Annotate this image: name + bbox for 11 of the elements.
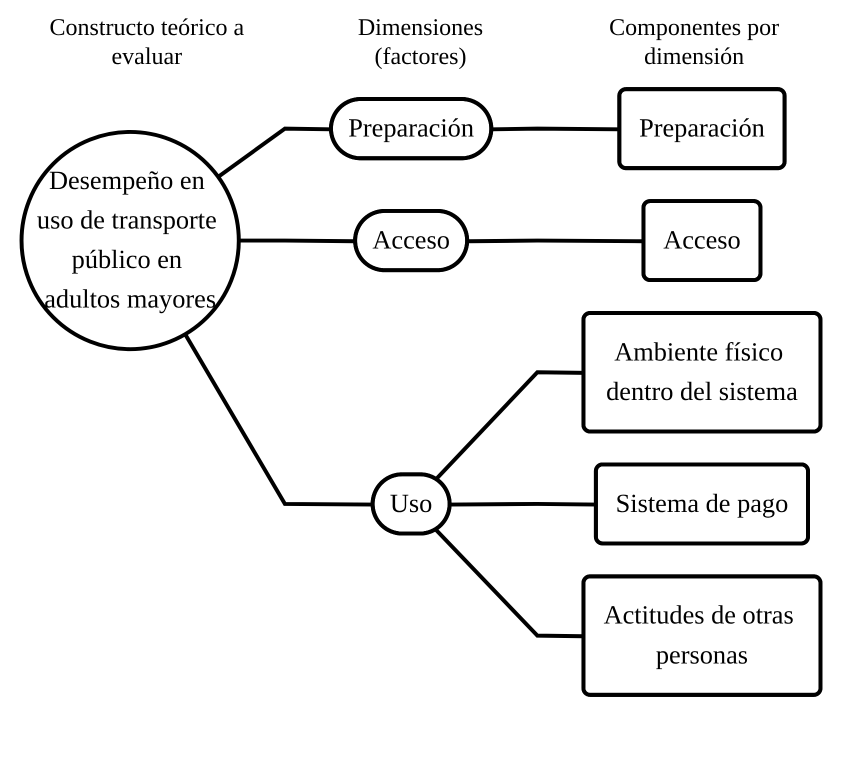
connector — [467, 238, 644, 243]
column-heading: Dimensiones (factores) — [356, 14, 484, 72]
connector — [450, 502, 596, 506]
connector — [491, 126, 620, 131]
connector — [238, 238, 356, 243]
connector — [216, 126, 332, 178]
connector — [434, 528, 584, 638]
connector — [183, 332, 373, 506]
column-heading: Componentes por dimensión — [608, 14, 780, 72]
node-circle: Desempeño en uso de transporte público en adultos mayores — [19, 130, 240, 351]
column-heading: Constructo teórico a evaluar — [48, 14, 246, 72]
